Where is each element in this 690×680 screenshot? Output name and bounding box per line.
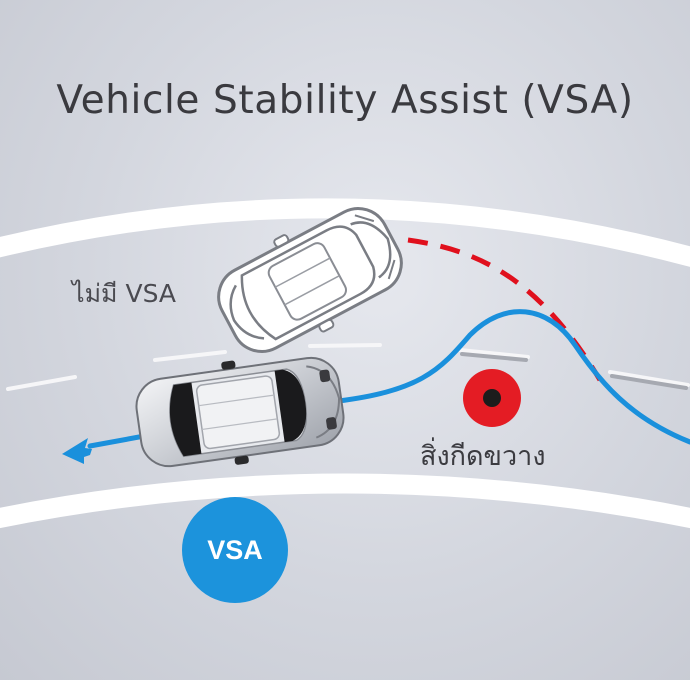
without-vsa-label: ไม่มี VSA <box>72 279 177 308</box>
lane-markings <box>6 343 690 391</box>
car-outline-icon <box>217 207 403 353</box>
lane-markings-shadow <box>460 352 688 390</box>
road-edge-top <box>0 198 690 267</box>
obstacle-label: สิ่งกีดขวาง <box>420 441 546 472</box>
obstacle-target-icon <box>463 369 521 427</box>
vsa-path <box>87 309 690 449</box>
arrow-left-icon <box>62 438 92 464</box>
vsa-badge: VSA <box>182 497 288 603</box>
car-silver-icon <box>135 356 345 468</box>
road-edge-bottom <box>0 473 690 529</box>
page-title: Vehicle Stability Assist (VSA) <box>56 78 634 123</box>
